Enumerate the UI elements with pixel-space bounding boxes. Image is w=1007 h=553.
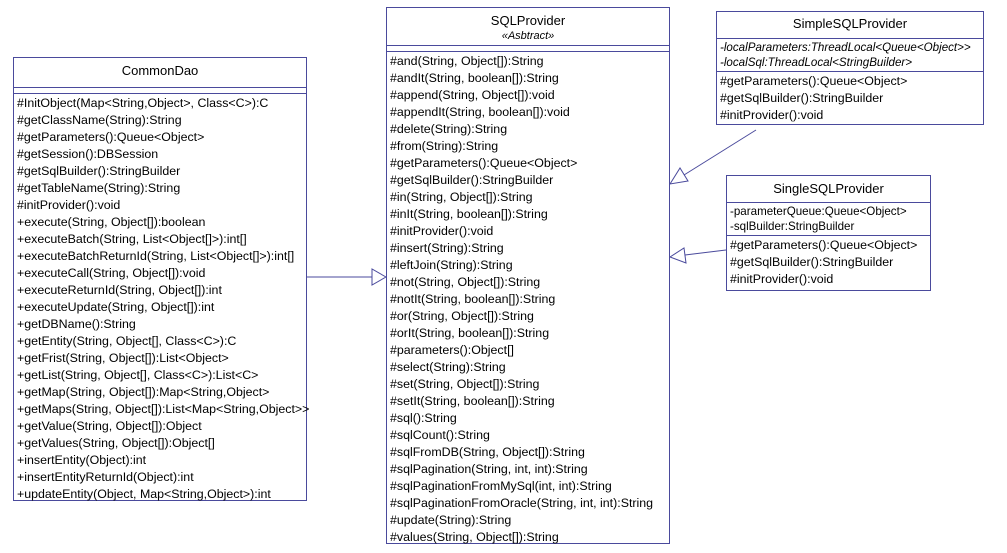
- method-row: #getSqlBuilder():StringBuilder: [720, 91, 884, 105]
- method-row: +getEntity(String, Object[], Class<C>):C: [17, 334, 237, 348]
- method-row: #update(String):String: [390, 513, 512, 527]
- attribute-compartment: [14, 88, 306, 94]
- method-row: #inIt(String, boolean[]):String: [390, 207, 548, 221]
- attribute-row: -parameterQueue:Queue<Object>: [730, 205, 907, 218]
- method-row: #or(String, Object[]):String: [390, 309, 534, 323]
- method-row: #andIt(String, boolean[]):String: [390, 71, 559, 85]
- method-row: +getMap(String, Object[]):Map<String,Obj…: [17, 385, 270, 399]
- method-row: #set(String, Object[]):String: [390, 377, 540, 391]
- method-compartment: #getParameters():Queue<Object> #getSqlBu…: [717, 72, 983, 124]
- method-row: +getMaps(String, Object[]):List<Map<Stri…: [17, 402, 310, 416]
- dependency-commondao-to-sqlprovider: [307, 268, 388, 286]
- method-row: #not(String, Object[]):String: [390, 275, 541, 289]
- class-header: SingleSQLProvider: [727, 176, 930, 203]
- class-header: CommonDao: [14, 58, 306, 88]
- method-row: +execute(String, Object[]):boolean: [17, 215, 206, 229]
- class-name: SimpleSQLProvider: [792, 16, 908, 31]
- attribute-compartment: [387, 46, 669, 52]
- attribute-compartment: -parameterQueue:Queue<Object> -sqlBuilde…: [727, 203, 930, 236]
- method-row: #getParameters():Queue<Object>: [390, 156, 578, 170]
- method-row: +insertEntityReturnId(Object):int: [17, 470, 194, 484]
- method-row: #getParameters():Queue<Object>: [720, 74, 908, 88]
- method-row: #sqlPaginationFromOracle(String, int, in…: [390, 496, 654, 510]
- method-row: #parameters():Object[]: [390, 343, 514, 357]
- method-row: #getSession():DBSession: [17, 147, 159, 161]
- method-row: #initProvider():void: [720, 108, 824, 122]
- method-row: #append(String, Object[]):void: [390, 88, 555, 102]
- method-row: #InitObject(Map<String,Object>, Class<C>…: [17, 96, 269, 110]
- method-row: #appendIt(String, boolean[]):void: [390, 105, 570, 119]
- method-row: +getValue(String, Object[]):Object: [17, 419, 202, 433]
- method-row: +executeUpdate(String, Object[]):int: [17, 300, 215, 314]
- class-singlesqlprovider[interactable]: SingleSQLProvider -parameterQueue:Queue<…: [726, 175, 931, 291]
- method-row: #values(String, Object[]):String: [390, 530, 559, 544]
- generalization-simplesqlprovider-to-sqlprovider: [668, 129, 757, 185]
- method-row: #sqlPaginationFromMySql(int, int):String: [390, 479, 612, 493]
- method-row: #getTableName(String):String: [17, 181, 181, 195]
- class-name: SingleSQLProvider: [773, 181, 884, 196]
- method-row: #sqlPagination(String, int, int):String: [390, 462, 588, 476]
- method-row: #select(String):String: [390, 360, 506, 374]
- attribute-row: -sqlBuilder:StringBuilder: [730, 220, 855, 233]
- method-row: #getClassName(String):String: [17, 113, 182, 127]
- method-row: #initProvider():void: [17, 198, 121, 212]
- method-row: +insertEntity(Object):int: [17, 453, 147, 467]
- method-row: #delete(String):String: [390, 122, 508, 136]
- method-row: #getSqlBuilder():StringBuilder: [730, 255, 894, 269]
- method-row: #sqlCount():String: [390, 428, 490, 442]
- method-row: +getDBName():String: [17, 317, 136, 331]
- class-simplesqlprovider[interactable]: SimpleSQLProvider -localParameters:Threa…: [716, 11, 984, 125]
- method-compartment: #and(String, Object[]):String #andIt(Str…: [387, 52, 669, 546]
- method-row: #from(String):String: [390, 139, 499, 153]
- method-row: #setIt(String, boolean[]):String: [390, 394, 555, 408]
- method-compartment: #InitObject(Map<String,Object>, Class<C>…: [14, 94, 310, 503]
- method-row: #notIt(String, boolean[]):String: [390, 292, 556, 306]
- method-row: #getParameters():Queue<Object>: [730, 238, 918, 252]
- method-row: #initProvider():void: [390, 224, 494, 238]
- class-stereotype: «Asbtract»: [501, 30, 555, 42]
- method-row: +executeReturnId(String, Object[]):int: [17, 283, 222, 297]
- method-row: #leftJoin(String):String: [390, 258, 513, 272]
- method-row: #insert(String):String: [390, 241, 504, 255]
- method-row: +executeBatchReturnId(String, List<Objec…: [17, 249, 295, 263]
- method-row: +getList(String, Object[], Class<C>):Lis…: [17, 368, 259, 382]
- attribute-row: -localSql:ThreadLocal<StringBuilder>: [720, 56, 913, 69]
- method-row: #getSqlBuilder():StringBuilder: [390, 173, 554, 187]
- class-name: SQLProvider: [490, 13, 566, 28]
- generalization-singlesqlprovider-to-sqlprovider: [668, 247, 727, 264]
- method-row: #sql():String: [390, 411, 457, 425]
- class-header: SQLProvider «Asbtract»: [387, 8, 669, 46]
- method-row: +executeBatch(String, List<Object[]>):in…: [17, 232, 247, 246]
- method-row: #and(String, Object[]):String: [390, 54, 544, 68]
- method-row: #initProvider():void: [730, 272, 834, 286]
- class-header: SimpleSQLProvider: [717, 12, 983, 39]
- method-compartment: #getParameters():Queue<Object> #getSqlBu…: [727, 236, 930, 288]
- method-row: +getFrist(String, Object[]):List<Object>: [17, 351, 229, 365]
- method-row: #orIt(String, boolean[]):String: [390, 326, 550, 340]
- method-row: #getParameters():Queue<Object>: [17, 130, 205, 144]
- method-row: #getSqlBuilder():StringBuilder: [17, 164, 181, 178]
- class-commondao[interactable]: CommonDao #InitObject(Map<String,Object>…: [13, 57, 310, 503]
- attribute-row: -localParameters:ThreadLocal<Queue<Objec…: [720, 41, 971, 54]
- method-row: #in(String, Object[]):String: [390, 190, 533, 204]
- attribute-compartment: -localParameters:ThreadLocal<Queue<Objec…: [717, 39, 983, 72]
- method-row: +updateEntity(Object, Map<String,Object>…: [17, 487, 271, 501]
- class-sqlprovider[interactable]: SQLProvider «Asbtract» #and(String, Obje…: [386, 7, 670, 544]
- method-row: +executeCall(String, Object[]):void: [17, 266, 206, 280]
- method-row: +getValues(String, Object[]):Object[]: [17, 436, 215, 450]
- class-name: CommonDao: [121, 63, 199, 78]
- method-row: #sqlFromDB(String, Object[]):String: [390, 445, 585, 459]
